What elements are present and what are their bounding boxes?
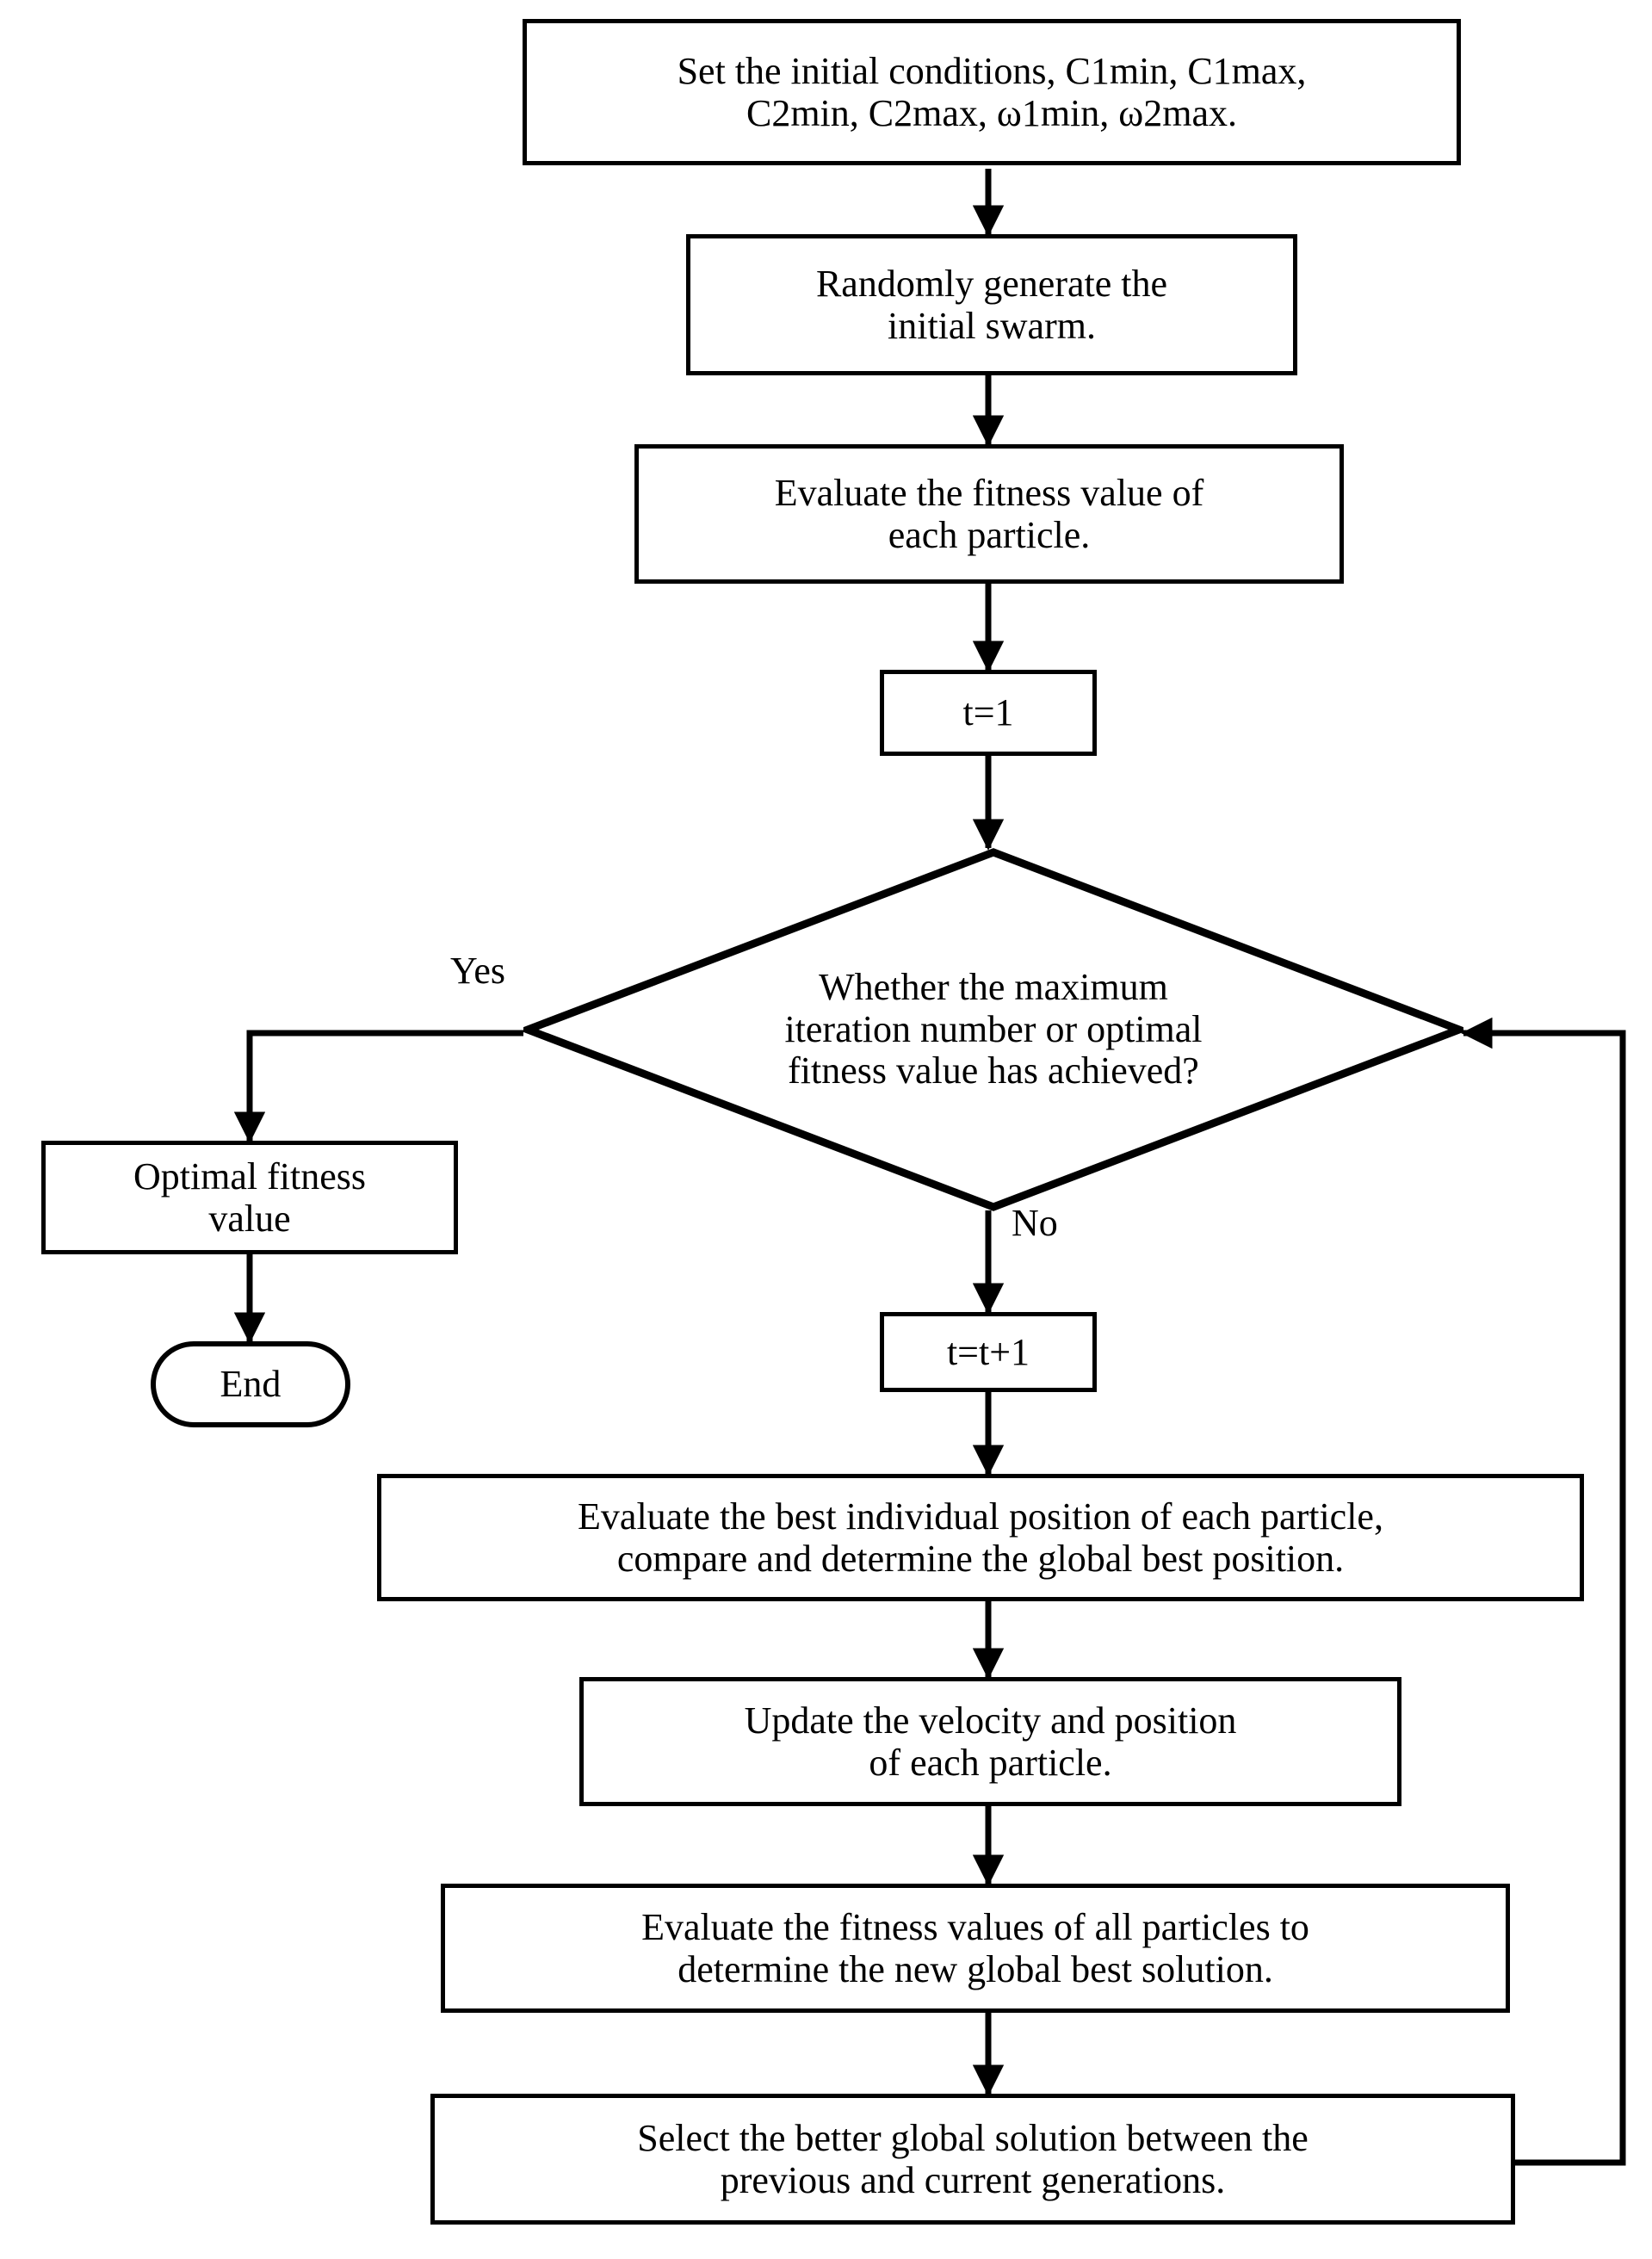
node-t-increment[interactable]: t=t+1: [880, 1312, 1097, 1392]
connector-decision-yes-to-optimal: [233, 1030, 523, 1143]
node-evaluate-best-individual[interactable]: Evaluate the best individual position of…: [377, 1474, 1584, 1601]
node-t-init-label: t=1: [962, 691, 1014, 734]
node-evaluate-all-particles[interactable]: Evaluate the fitness values of all parti…: [441, 1884, 1510, 2013]
node-evaluate-fitness[interactable]: Evaluate the fitness value of each parti…: [634, 444, 1344, 584]
node-evaluate-all-particles-label: Evaluate the fitness values of all parti…: [641, 1905, 1309, 1990]
node-update-velocity-label: Update the velocity and position of each…: [744, 1699, 1237, 1784]
node-optimal-fitness-value-label: Optimal fitness value: [133, 1154, 367, 1240]
node-evaluate-fitness-label: Evaluate the fitness value of each parti…: [774, 471, 1204, 556]
node-generate-swarm-label: Randomly generate the initial swarm.: [815, 262, 1168, 347]
node-set-initial-conditions-label: Set the initial conditions, C1min, C1max…: [677, 49, 1307, 134]
node-select-better-solution-label: Select the better global solution betwee…: [637, 2116, 1309, 2201]
node-update-velocity[interactable]: Update the velocity and position of each…: [579, 1677, 1401, 1806]
node-set-initial-conditions[interactable]: Set the initial conditions, C1min, C1max…: [523, 19, 1461, 165]
node-end-label: End: [220, 1363, 282, 1406]
node-end[interactable]: End: [151, 1341, 350, 1427]
node-t-increment-label: t=t+1: [946, 1330, 1030, 1373]
node-decision-label: Whether the maximum iteration number or …: [784, 966, 1203, 1092]
node-select-better-solution[interactable]: Select the better global solution betwee…: [430, 2094, 1515, 2225]
edge-label-yes: Yes: [450, 950, 506, 992]
decision-diamond-shape: [523, 848, 1463, 1211]
node-evaluate-best-individual-label: Evaluate the best individual position of…: [578, 1495, 1383, 1580]
node-optimal-fitness-value[interactable]: Optimal fitness value: [41, 1141, 458, 1254]
node-t-init[interactable]: t=1: [880, 670, 1097, 756]
node-decision[interactable]: Whether the maximum iteration number or …: [523, 848, 1463, 1211]
node-generate-swarm[interactable]: Randomly generate the initial swarm.: [686, 234, 1297, 375]
edge-label-no: No: [1012, 1202, 1058, 1244]
